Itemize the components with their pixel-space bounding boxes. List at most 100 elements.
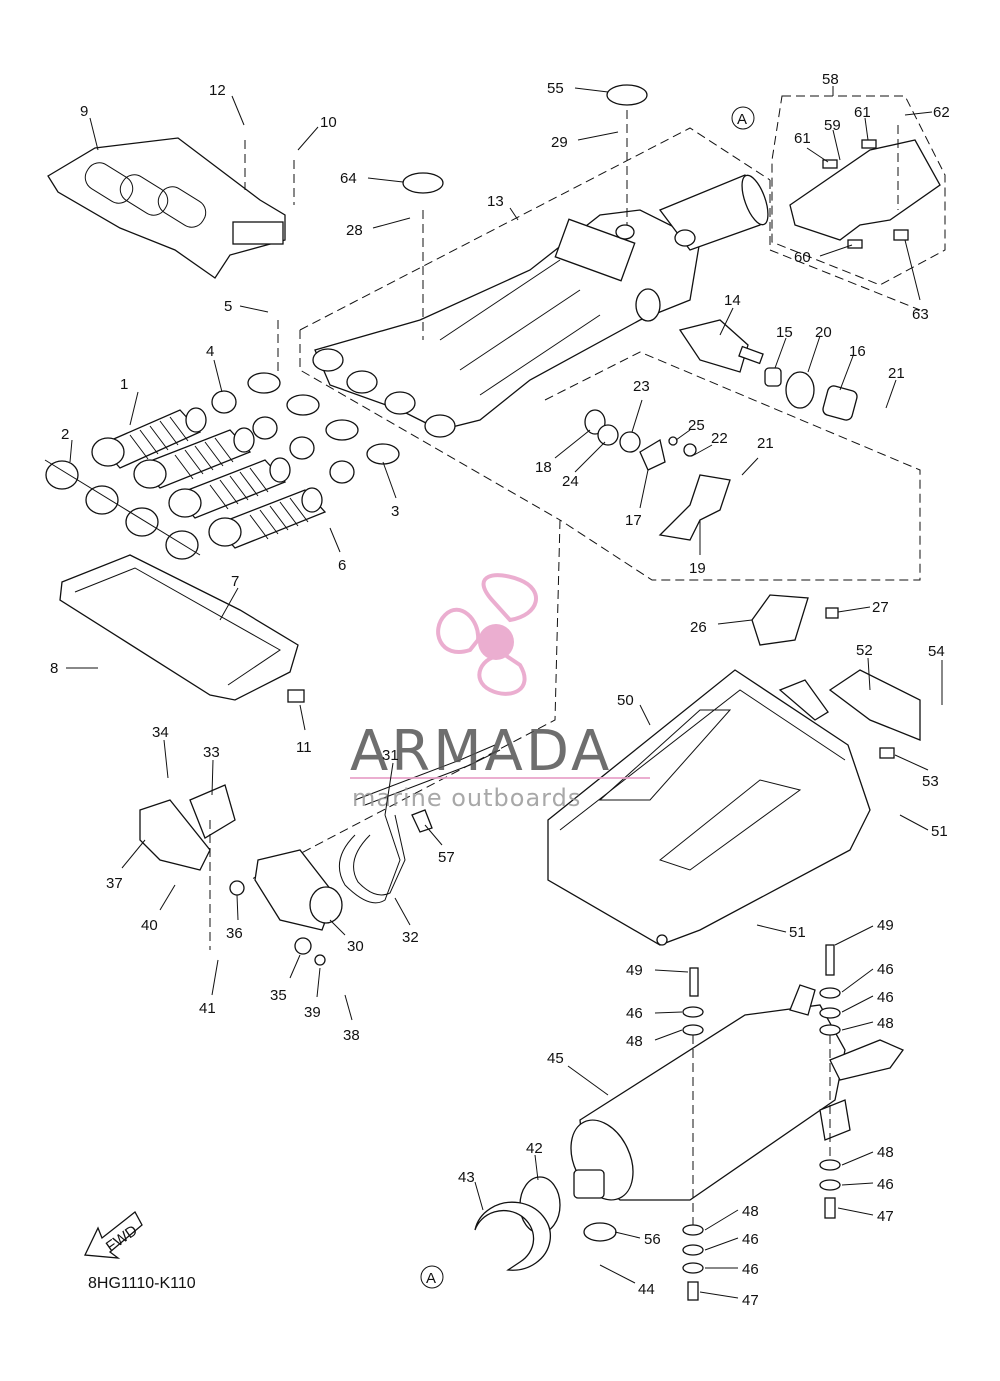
callout-label: 48	[626, 1033, 643, 1050]
callout-label: 42	[526, 1140, 543, 1157]
callout-label: 7	[231, 573, 239, 590]
callout-label: 30	[347, 938, 364, 955]
callout-label: 2	[61, 426, 69, 443]
callout-label: 63	[912, 306, 929, 323]
callout-label: 11	[296, 739, 312, 756]
heat-shield-small	[789, 139, 941, 249]
water-outlet-assembly	[584, 319, 858, 646]
callout-label: 46	[877, 961, 894, 978]
svg-text:ARMADA: ARMADA	[350, 719, 612, 784]
callouts: 1 2 3 4 5 6 7 8 9 10 11 12 13 14 15 16 1…	[50, 71, 950, 1309]
armada-watermark: ARMADA marine outboards	[350, 573, 650, 812]
seal-rings	[211, 390, 355, 484]
callout-label: 52	[856, 642, 873, 659]
callout-label: 19	[689, 560, 706, 577]
callout-label: 46	[742, 1231, 759, 1248]
callout-label: 20	[815, 324, 832, 341]
water-lock-muffler	[570, 984, 904, 1201]
callout-label: 35	[270, 987, 287, 1004]
svg-text:A: A	[426, 1270, 436, 1287]
callout-label: 26	[690, 619, 707, 636]
callout-label: 38	[343, 1027, 360, 1044]
callout-label: 5	[224, 298, 232, 315]
exhaust-pipes	[44, 372, 400, 560]
coupling-and-clamp	[474, 1176, 561, 1271]
heat-shield-upper	[47, 137, 286, 279]
callout-label: 39	[304, 1004, 321, 1021]
callout-label: 12	[209, 82, 226, 99]
callout-label: 33	[203, 744, 220, 761]
callout-label: 4	[206, 343, 214, 360]
callout-label: 46	[626, 1005, 643, 1022]
callout-label: 43	[458, 1169, 475, 1186]
callout-label: 6	[338, 557, 346, 574]
mounting-hardware	[209, 110, 899, 1301]
heat-shield-lower	[59, 554, 305, 703]
assembly-outlines	[249, 95, 946, 881]
callout-label: 23	[633, 378, 650, 395]
callout-label: 46	[877, 1176, 894, 1193]
callout-label: 46	[877, 989, 894, 1006]
fwd-arrow-icon: FWD	[84, 1211, 143, 1259]
callout-label: 48	[877, 1144, 894, 1161]
reference-marker-a-bottom: A	[420, 1265, 444, 1289]
callout-label: 13	[487, 193, 504, 210]
callout-label: 21	[757, 435, 774, 452]
callout-label: 22	[711, 430, 728, 447]
callout-label: 32	[402, 929, 419, 946]
callout-label: 37	[106, 875, 123, 892]
caps	[402, 84, 648, 1242]
callout-label: 56	[644, 1231, 661, 1248]
callout-label: 51	[931, 823, 948, 840]
hoses	[338, 744, 501, 904]
exhaust-manifold	[312, 174, 769, 438]
callout-label: 15	[776, 324, 793, 341]
reference-marker-a-top: A	[731, 106, 755, 130]
callout-label: 9	[80, 103, 88, 120]
callout-label: 59	[824, 117, 841, 134]
callout-label: 64	[340, 170, 357, 187]
callout-label: 18	[535, 459, 552, 476]
callout-label: 25	[688, 417, 705, 434]
callout-label: 46	[742, 1261, 759, 1278]
callout-label: 1	[120, 376, 128, 393]
callout-label: 49	[626, 962, 643, 979]
clamps	[247, 372, 400, 465]
callout-label: 27	[872, 599, 889, 616]
callout-label: 8	[50, 660, 58, 677]
callout-label: 60	[794, 249, 811, 266]
callout-label: 57	[438, 849, 455, 866]
callout-label: 28	[346, 222, 363, 239]
callout-label: 10	[320, 114, 337, 131]
callout-label: 53	[922, 773, 939, 790]
propeller-logo-icon	[436, 573, 538, 696]
callout-label: 40	[141, 917, 158, 934]
gaskets	[44, 459, 201, 560]
callout-label: 24	[562, 473, 579, 490]
callout-label: 54	[928, 643, 945, 660]
callout-label: 51	[789, 924, 806, 941]
callout-label: 62	[933, 104, 950, 121]
callout-label: 36	[226, 925, 243, 942]
diagram-code: 8HG1110-K110	[88, 1275, 196, 1292]
callout-label: 48	[877, 1015, 894, 1032]
bracket-52	[828, 669, 921, 759]
callout-label: 21	[888, 365, 905, 382]
callout-label: 17	[625, 512, 642, 529]
callout-label: 47	[877, 1208, 894, 1225]
callout-label: 3	[391, 503, 399, 520]
callout-label: 47	[742, 1292, 759, 1309]
callout-label: 16	[849, 343, 866, 360]
callout-label: 44	[638, 1281, 655, 1298]
callout-label: 29	[551, 134, 568, 151]
callout-label: 31	[382, 747, 399, 764]
callout-label: 55	[547, 80, 564, 97]
svg-text:A: A	[737, 111, 747, 128]
callout-label: 41	[199, 1000, 216, 1017]
callout-label: 14	[724, 292, 741, 309]
callout-label: 49	[877, 917, 894, 934]
callout-label: 45	[547, 1050, 564, 1067]
callout-label: 61	[854, 104, 871, 121]
thermo-sensor-assembly	[139, 784, 343, 966]
